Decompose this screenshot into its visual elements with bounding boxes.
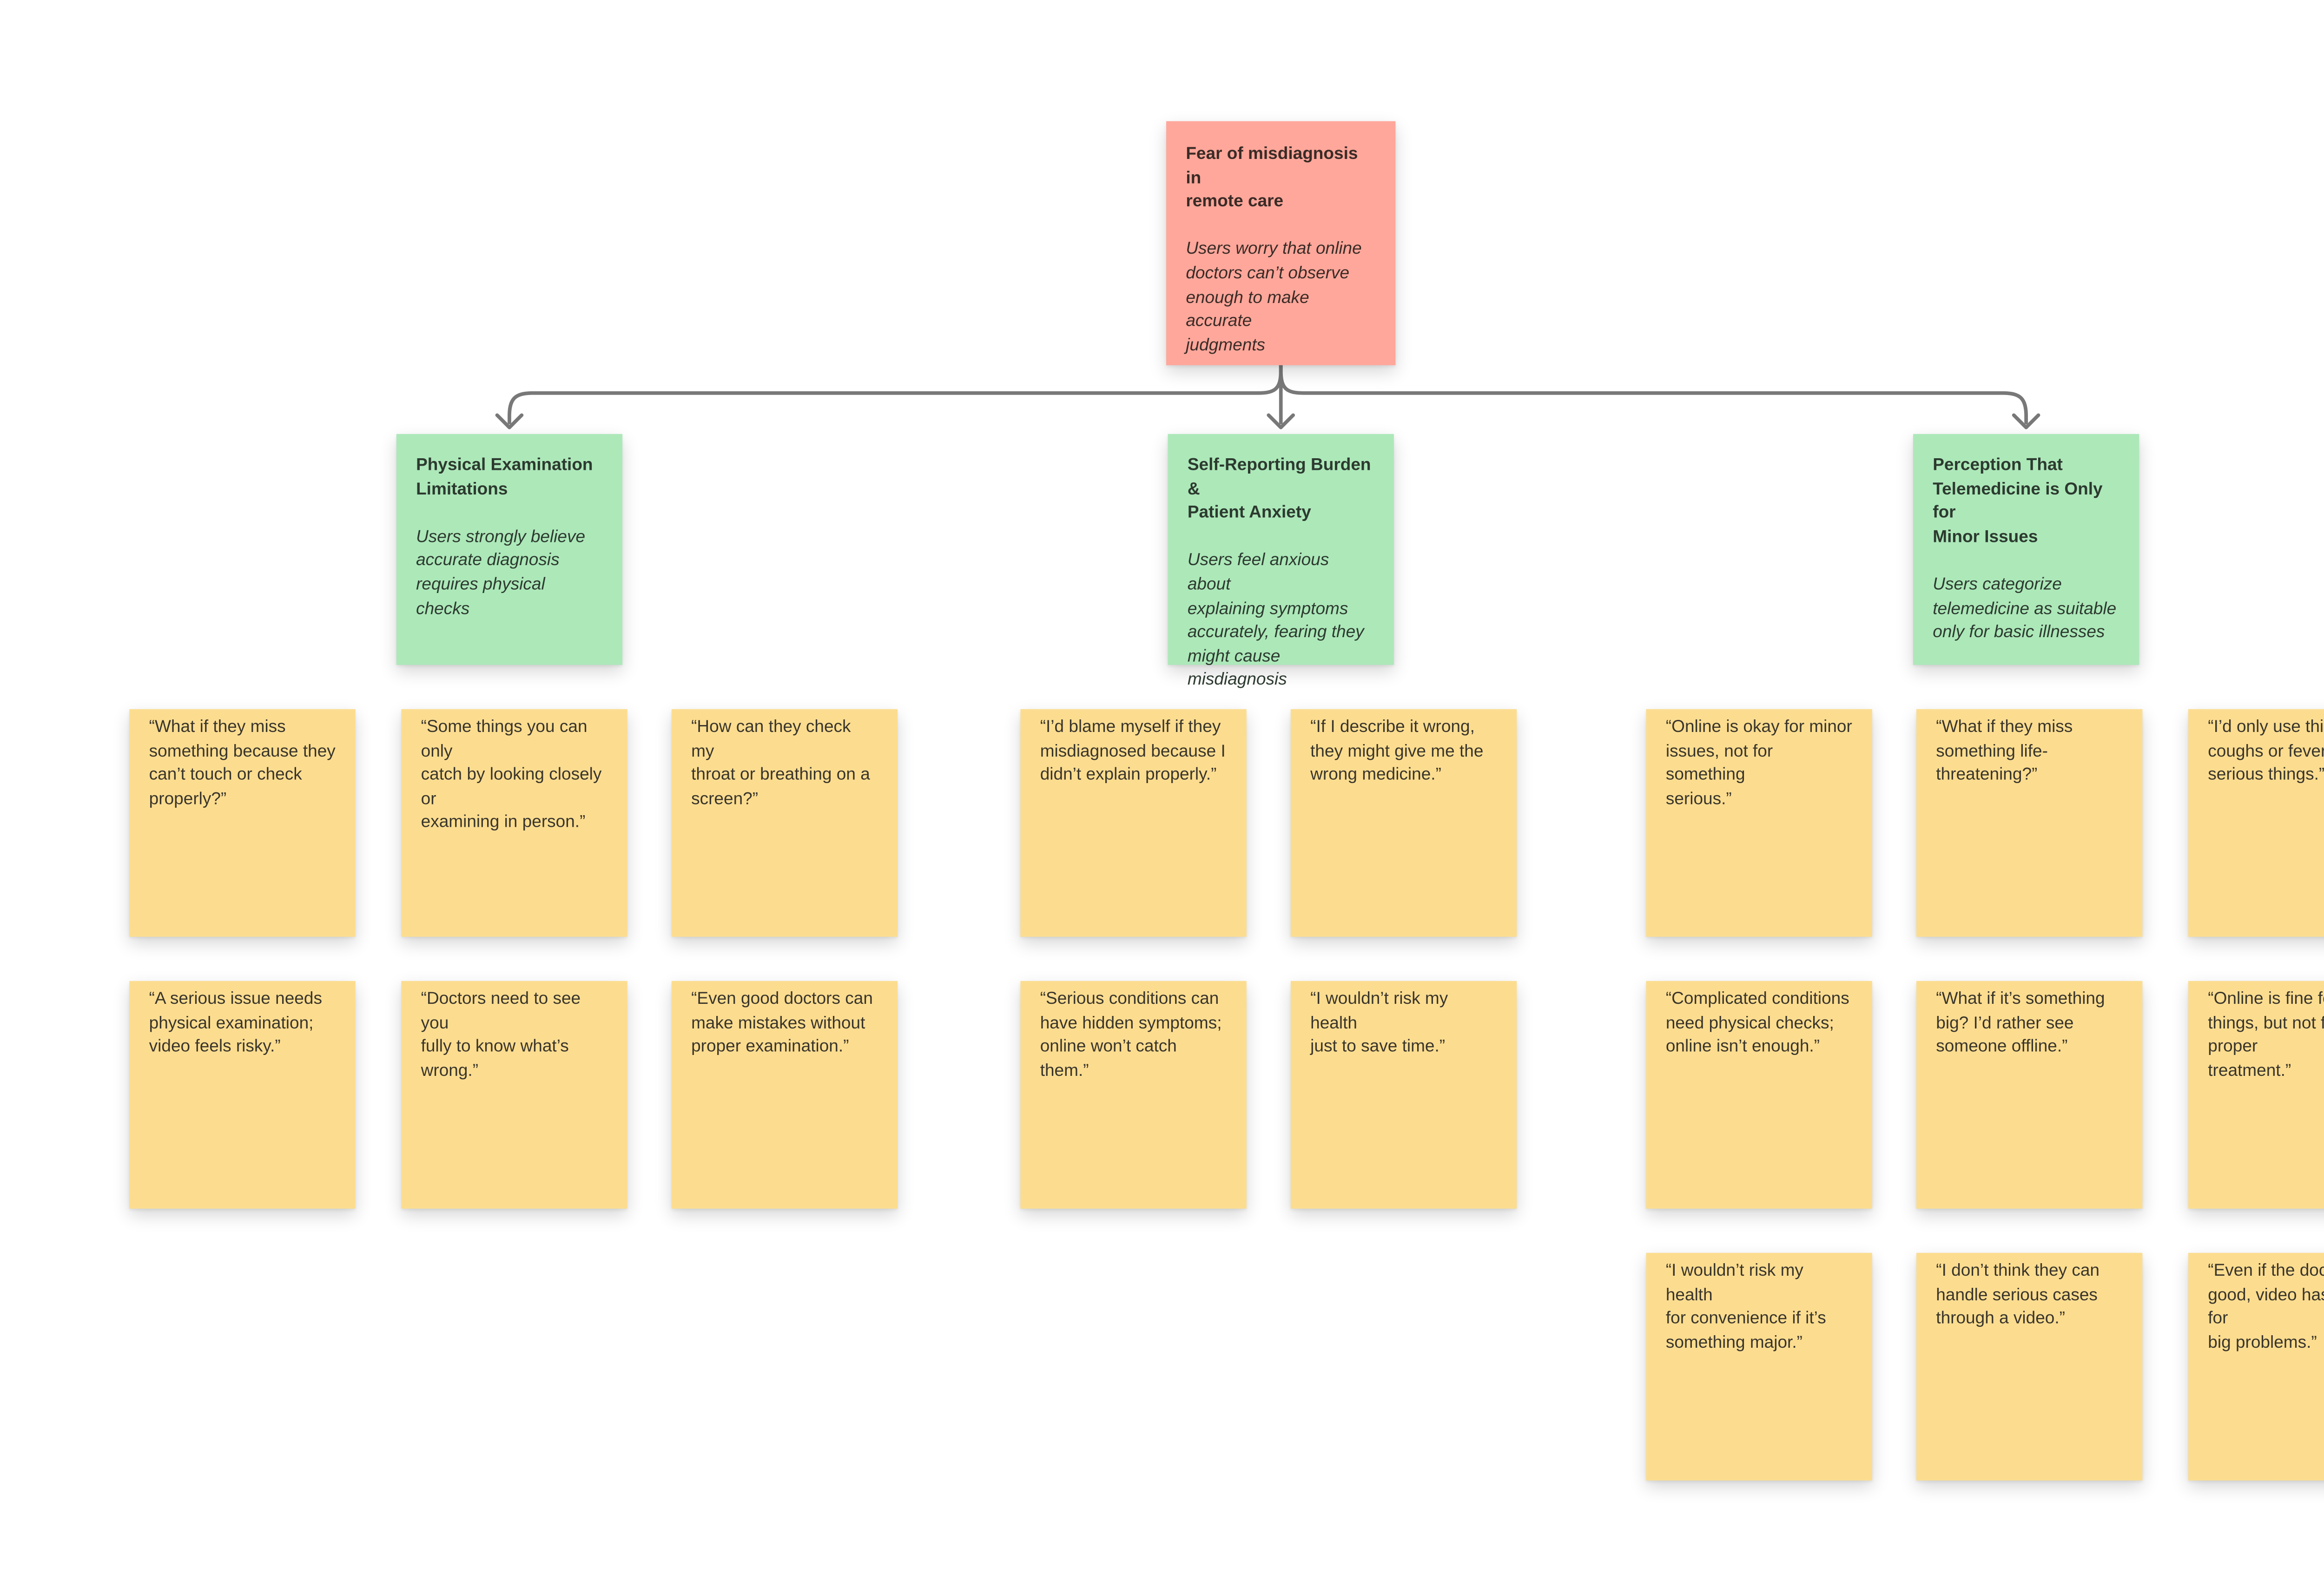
arrowhead-left-icon — [495, 413, 524, 429]
quote-note[interactable]: “What if they miss something life- threa… — [1916, 709, 2143, 937]
quote-text: “Even good doctors can make mistakes wit… — [691, 989, 873, 1057]
quote-note[interactable]: “How can they check my throat or breathi… — [671, 709, 898, 937]
quote-note[interactable]: “Some things you can only catch by looki… — [401, 709, 627, 937]
quote-note[interactable]: “I don’t think they can handle serious c… — [1916, 1252, 2143, 1481]
quote-text: “Even if the doctor is good, video has l… — [2208, 1261, 2324, 1353]
quote-text: “I wouldn’t risk my health for convenien… — [1665, 1261, 1826, 1353]
quote-text: “Doctors need to see you fully to know w… — [421, 989, 581, 1081]
arrowhead-right-icon — [2012, 413, 2040, 429]
quote-text: “I’d only use this for coughs or fever, … — [2208, 717, 2324, 785]
quote-text: “Some things you can only catch by looki… — [421, 717, 602, 833]
category-note-self-reporting[interactable]: Self-Reporting Burden & Patient Anxiety … — [1168, 434, 1394, 690]
quote-text: “I wouldn’t risk my health just to save … — [1310, 989, 1448, 1057]
quote-note[interactable]: “Complicated conditions need physical ch… — [1646, 981, 1872, 1209]
connector-right-branch — [1279, 363, 2028, 425]
quote-note[interactable]: “Serious conditions can have hidden symp… — [1020, 981, 1247, 1209]
quote-text: “I don’t think they can handle serious c… — [1936, 1261, 2100, 1329]
quote-note[interactable]: “I’d only use this for coughs or fever, … — [2188, 709, 2324, 937]
quote-note[interactable]: “A serious issue needs physical examinat… — [129, 981, 356, 1209]
quote-text: “What if they miss something because the… — [149, 717, 336, 809]
quote-note[interactable]: “If I describe it wrong, they might give… — [1290, 709, 1517, 937]
quote-text: “How can they check my throat or breathi… — [691, 717, 870, 809]
category-note-minor-issues[interactable]: Perception That Telemedicine is Only for… — [1913, 434, 2139, 665]
category-title: Perception That Telemedicine is Only for… — [1933, 455, 2103, 547]
quote-note[interactable]: “What if they miss something because the… — [129, 709, 356, 937]
category-title: Self-Reporting Burden & Patient Anxiety — [1187, 455, 1371, 523]
quote-text: “Online is okay for minor issues, not fo… — [1665, 717, 1852, 809]
quote-text: “I’d blame myself if they misdiagnosed b… — [1040, 717, 1226, 785]
quote-note[interactable]: “What if it’s something big? I’d rather … — [1916, 981, 2143, 1209]
quote-note[interactable]: “Even if the doctor is good, video has l… — [2188, 1252, 2324, 1481]
quote-note[interactable]: “Online is fine for small things, but no… — [2188, 981, 2324, 1209]
quote-text: “What if it’s something big? I’d rather … — [1936, 989, 2105, 1057]
quote-text: “Serious conditions can have hidden symp… — [1040, 989, 1222, 1081]
quote-text: “What if they miss something life- threa… — [1936, 717, 2073, 785]
quote-text: “Complicated conditions need physical ch… — [1665, 989, 1849, 1057]
quote-note[interactable]: “Doctors need to see you fully to know w… — [401, 981, 627, 1209]
theme-note-title: Fear of misdiagnosis in remote care — [1186, 144, 1358, 212]
category-description: Users feel anxious about explaining symp… — [1187, 551, 1364, 690]
quote-text: “Online is fine for small things, but no… — [2208, 989, 2324, 1081]
category-description: Users strongly believe accurate diagnosi… — [416, 527, 586, 619]
quote-note[interactable]: “Online is okay for minor issues, not fo… — [1646, 709, 1872, 937]
theme-note-root[interactable]: Fear of misdiagnosis in remote care User… — [1166, 121, 1396, 365]
quote-note[interactable]: “I’d blame myself if they misdiagnosed b… — [1020, 709, 1247, 937]
arrowhead-center-icon — [1267, 413, 1295, 429]
category-note-physical-exam[interactable]: Physical Examination Limitations Users s… — [396, 434, 623, 665]
quote-text: “A serious issue needs physical examinat… — [149, 989, 323, 1057]
quote-note[interactable]: “Even good doctors can make mistakes wit… — [671, 981, 898, 1209]
quote-text: “If I describe it wrong, they might give… — [1310, 717, 1484, 785]
category-description: Users categorize telemedicine as suitabl… — [1933, 574, 2117, 642]
theme-note-description: Users worry that online doctors can’t ob… — [1186, 239, 1362, 355]
category-title: Physical Examination Limitations — [416, 455, 593, 499]
quote-note[interactable]: “I wouldn’t risk my health for convenien… — [1646, 1252, 1872, 1481]
quote-note[interactable]: “I wouldn’t risk my health just to save … — [1290, 981, 1517, 1209]
connector-left-branch — [508, 363, 1283, 425]
